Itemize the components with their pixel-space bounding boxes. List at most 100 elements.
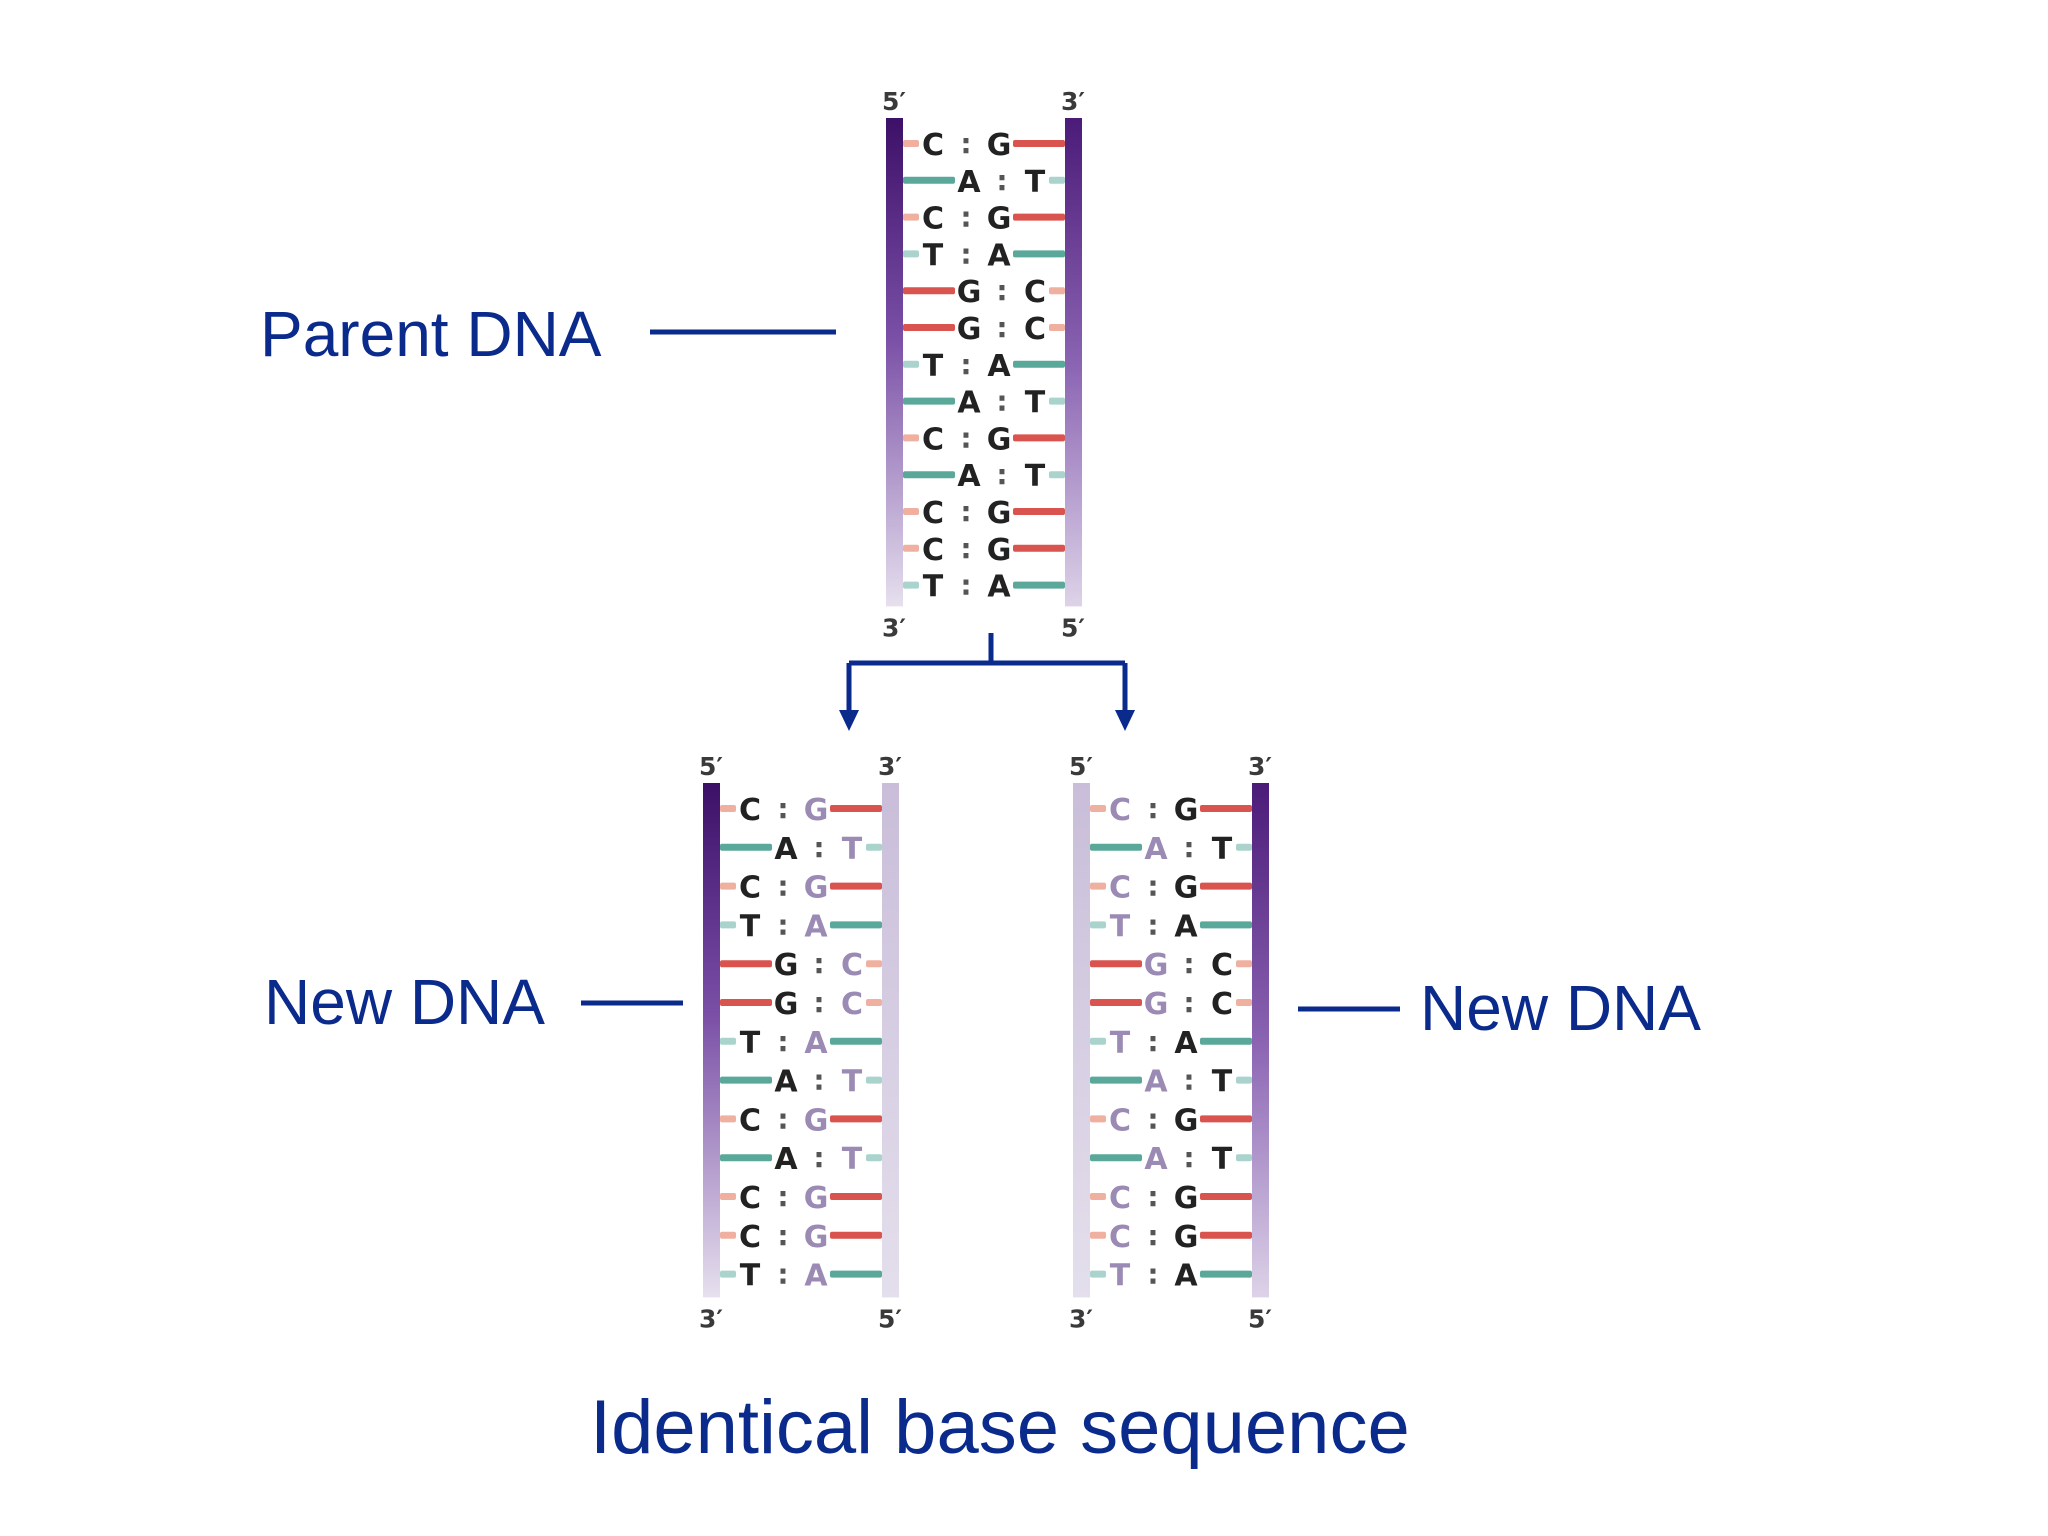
base-pair-bond-dots: : (1147, 1180, 1158, 1213)
base-left: T (923, 570, 944, 605)
base-pair: A:T (720, 1064, 882, 1100)
base-left: A (1144, 1065, 1168, 1100)
bond-right (1236, 1154, 1252, 1162)
base-pair-bond-dots: : (1147, 1258, 1158, 1291)
bond-left (720, 805, 736, 812)
parent-dna-label: Parent DNA (260, 298, 602, 370)
base-left: T (1110, 1026, 1131, 1061)
base-pair: C:G (720, 1219, 882, 1255)
base-pair: T:A (720, 1258, 882, 1294)
bond-left (903, 397, 955, 405)
base-pair: A: T (1090, 831, 1252, 867)
bond-right (1013, 434, 1065, 442)
bond-right (830, 1037, 882, 1045)
base-pair: C:G (720, 1180, 882, 1216)
base-left: A (1144, 1142, 1168, 1177)
base-right: C (1211, 987, 1233, 1022)
base-pair: A:T (720, 831, 882, 867)
end-label-bottom-left: 3′ (882, 613, 906, 642)
strand-left (886, 118, 903, 607)
strand-right (1252, 783, 1269, 1298)
dna-ladders: 5′3′3′5′C:GA:TC:GT:AG:CG:CT:AA:TC:GA:TC:… (699, 87, 1272, 1333)
bond-right (866, 960, 882, 968)
base-right: A (1174, 909, 1198, 944)
bond-right (830, 1193, 882, 1200)
bond-right (830, 1115, 882, 1123)
end-label-bottom-left: 3′ (1069, 1304, 1093, 1333)
base-pair-bond-dots: : (1147, 1025, 1158, 1058)
base-left: C (922, 496, 944, 531)
end-label-bottom-right: 5′ (1061, 613, 1085, 642)
replication-arrows (846, 633, 1128, 712)
bond-right (1013, 508, 1065, 515)
bond-left (1090, 1193, 1106, 1200)
base-left: A (774, 1065, 798, 1100)
base-pair: T:A (1090, 1258, 1252, 1294)
bond-right (830, 805, 882, 812)
base-left: C (739, 1103, 761, 1138)
bond-right (1049, 324, 1065, 331)
end-label-bottom-right: 5′ (1248, 1304, 1272, 1333)
base-pair-bond-dots: : (1183, 831, 1194, 864)
base-pair-bond-dots: : (813, 986, 824, 1019)
strand-left (1073, 783, 1090, 1298)
base-pair: C:G (720, 1102, 882, 1138)
base-left: T (1110, 1259, 1131, 1294)
base-pair: T:A (720, 1025, 882, 1061)
base-right: C (1024, 312, 1046, 347)
base-right: G (987, 202, 1012, 237)
bond-right (830, 1231, 882, 1239)
bond-right (1200, 1193, 1252, 1200)
strand-right (882, 783, 899, 1298)
base-pair-bond-dots: : (960, 201, 971, 234)
base-left: C (739, 871, 761, 906)
end-label-top-left: 5′ (882, 87, 906, 116)
bond-left (903, 544, 919, 552)
base-right: T (842, 832, 863, 867)
base-left: T (740, 1259, 761, 1294)
arrow-right-head (1115, 710, 1135, 731)
base-left: A (957, 386, 981, 421)
base-pair: C:G (720, 870, 882, 906)
base-left: C (1109, 1103, 1131, 1138)
base-right: C (1211, 948, 1233, 983)
caption-identical-sequence: Identical base sequence (590, 1385, 1410, 1470)
base-pair: C:G (1090, 1180, 1252, 1216)
bond-right (1049, 397, 1065, 405)
bond-left (903, 176, 955, 184)
bond-left (1090, 843, 1142, 851)
bond-right (1200, 1270, 1252, 1278)
base-pair: A:T (903, 164, 1065, 200)
bond-left (720, 1193, 736, 1200)
base-pair-bond-dots: : (996, 311, 1007, 344)
base-pair: A:T (1090, 1064, 1252, 1100)
base-pair: C:G (1090, 792, 1252, 828)
base-pair: C:G (903, 127, 1065, 163)
base-pair: A:T (903, 385, 1065, 421)
base-left: T (1110, 909, 1131, 944)
base-left: T (923, 238, 944, 273)
end-label-top-left: 5′ (699, 752, 723, 781)
base-left: C (1109, 1181, 1131, 1216)
base-right: G (804, 1181, 829, 1216)
base-left: A (1144, 832, 1168, 867)
base-left: A (957, 459, 981, 494)
bond-left (1090, 1270, 1106, 1278)
dna-ladder-parent: 5′3′3′5′C:GA:TC:GT:AG:CG:CT:AA:TC:GA:TC:… (882, 87, 1085, 642)
base-right: C (1024, 275, 1046, 310)
base-pair: C:G (1090, 1219, 1252, 1255)
base-pair: C:G (1090, 870, 1252, 906)
base-left: G (1144, 987, 1169, 1022)
base-right: T (1212, 832, 1233, 867)
bond-right (1013, 544, 1065, 552)
bond-right (1236, 999, 1252, 1006)
base-pair: T:A (720, 908, 882, 944)
bond-right (866, 1076, 882, 1084)
base-pair-bond-dots: : (996, 164, 1007, 197)
base-pair-bond-dots: : (777, 792, 788, 825)
base-right: T (1025, 459, 1046, 494)
bond-right (1049, 471, 1065, 479)
dna-ladder-new-left: 5′3′3′5′C:GA:TC:GT:AG:CG:CT:AA:TC:GA:TC:… (699, 752, 902, 1333)
base-pair-bond-dots: : (996, 274, 1007, 307)
